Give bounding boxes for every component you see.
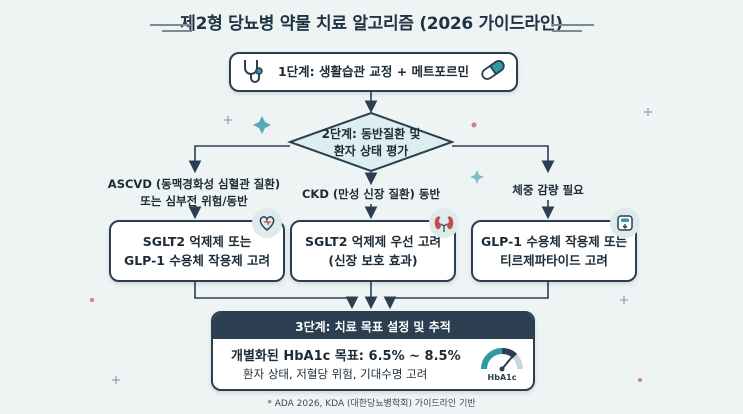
branch-condition-ascvd-line2: 또는 심부전 위험/동반 (140, 194, 248, 209)
target-factors: 환자 상태, 저혈당 위험, 기대수명 고려 (243, 367, 428, 381)
therapy-ascvd-line2: GLP-1 수용체 작용제 고려 (123, 253, 271, 268)
page-title: 제2형 당뇨병 약물 치료 알고리즘 (2026 가이드라인) (180, 14, 563, 34)
therapy-ckd-line1: SGLT2 억제제 우선 고려 (305, 233, 441, 249)
branch-condition-ascvd-line1: ASCVD (동맥경화성 심혈관 질환) (107, 177, 281, 191)
therapy-box-ckd: SGLT2 억제제 우선 고려 (신장 보호 효과) (290, 220, 456, 282)
step2-label-line2: 환자 상태 평가 (333, 144, 409, 159)
step2-label-line1: 2단계: 동반질환 및 (321, 127, 421, 141)
kidney-icon (429, 208, 459, 238)
title-decoration-right-short (552, 30, 582, 32)
step1-label: 1단계: 생활습관 교정 + 메트포르민 (277, 64, 470, 80)
therapy-ascvd-line1: SGLT2 억제제 또는 (142, 233, 252, 249)
step2-diamond (287, 111, 455, 173)
gauge-label: HbA1c (487, 373, 517, 382)
hba1c-target: 개별화된 HbA1c 목표: 6.5% ~ 8.5% (231, 349, 461, 364)
pill-icon (478, 57, 508, 87)
stethoscope-icon (239, 57, 267, 89)
therapy-box-weight: GLP-1 수용체 작용제 또는 티르제파타이드 고려 (471, 220, 637, 282)
hba1c-gauge-icon: HbA1c (479, 345, 525, 385)
heart-icon (252, 208, 282, 238)
branch-condition-ascvd: ASCVD (동맥경화성 심혈관 질환) 또는 심부전 위험/동반 (94, 176, 294, 211)
title-decoration-left (150, 24, 192, 26)
step3-header: 3단계: 치료 목표 설정 및 추적 (213, 313, 533, 339)
step1-box: 1단계: 생활습관 교정 + 메트포르민 (229, 52, 518, 92)
branch-condition-weight: 체중 감량 필요 (512, 183, 584, 197)
title-decoration-right (552, 24, 594, 26)
therapy-ckd-line2: (신장 보호 효과) (328, 253, 418, 268)
step2-label: 2단계: 동반질환 및 환자 상태 평가 (296, 126, 446, 161)
therapy-weight-line2: 티르제파타이드 고려 (500, 253, 608, 268)
footnote: * ADA 2026, KDA (대한당뇨병학회) 가이드라인 기반 (267, 399, 476, 409)
step3-box: 3단계: 치료 목표 설정 및 추적 개별화된 HbA1c 목표: 6.5% ~… (211, 311, 535, 391)
therapy-box-ascvd: SGLT2 억제제 또는 GLP-1 수용체 작용제 고려 (109, 220, 285, 282)
therapy-weight-line1: GLP-1 수용체 작용제 또는 (480, 233, 628, 249)
branch-condition-ckd: CKD (만성 신장 질환) 동반 (301, 187, 441, 201)
title-decoration-left-short (162, 30, 192, 32)
scale-icon (610, 208, 640, 238)
